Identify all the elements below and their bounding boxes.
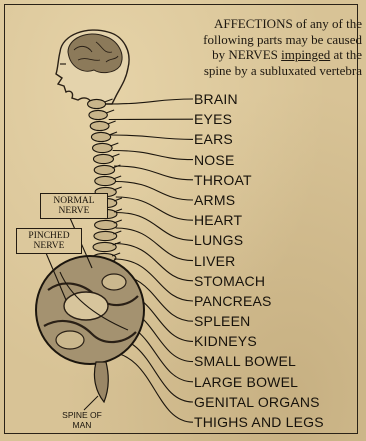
vertebra-process	[106, 110, 114, 113]
nerve-leader-line	[107, 99, 193, 104]
organ-label: SMALL BOWEL	[194, 351, 324, 371]
organ-label: NOSE	[194, 150, 324, 170]
vertebra-process	[110, 143, 118, 146]
vertebra-process	[111, 154, 119, 157]
organ-label: GENITAL ORGANS	[194, 392, 324, 412]
magnifier-circle	[36, 256, 144, 364]
vertebra	[89, 110, 107, 119]
organ-label: BRAIN	[194, 89, 324, 109]
normal-nerve-line-2: NERVE	[43, 206, 105, 216]
vertebra	[94, 165, 114, 174]
organ-labels: BRAINEYESEARSNOSETHROATARMSHEARTLUNGSLIV…	[194, 89, 324, 432]
vertebra-process	[114, 220, 122, 223]
vertebra	[91, 132, 110, 141]
vertebra-process	[114, 198, 122, 201]
normal-nerve-callout: NORMAL NERVE	[40, 193, 108, 219]
organ-label: HEART	[194, 210, 324, 230]
organ-label: SPLEEN	[194, 311, 324, 331]
spine-caption-pointer	[84, 396, 98, 410]
vertebra-process	[114, 187, 122, 190]
nerve-leader-line	[107, 352, 193, 422]
sacrum	[94, 362, 108, 402]
organ-label: ARMS	[194, 190, 324, 210]
spine-caption-line-2: MAN	[52, 421, 112, 431]
vertebra-process	[114, 209, 122, 212]
organ-label: LIVER	[194, 251, 324, 271]
heading-line-3-pre: by NERVES	[212, 47, 281, 62]
heading-line-3: by NERVES impinged at the	[142, 47, 362, 63]
vertebra-process	[112, 253, 120, 256]
pinched-nerve-callout: PINCHED NERVE	[16, 228, 82, 254]
organ-label: EARS	[194, 129, 324, 149]
organ-label: LUNGS	[194, 230, 324, 250]
vertebra	[93, 154, 113, 163]
organ-label: THROAT	[194, 170, 324, 190]
organ-label: EYES	[194, 109, 324, 129]
organ-label: KIDNEYS	[194, 331, 324, 351]
nerve-leader-line	[116, 197, 193, 220]
spine-caption: SPINE OF MAN	[52, 411, 112, 430]
normal-nerve-line-1: NORMAL	[43, 196, 105, 206]
vertebra	[90, 121, 109, 130]
organ-label: LARGE BOWEL	[194, 372, 324, 392]
vertebra	[93, 242, 116, 251]
organ-label: STOMACH	[194, 271, 324, 291]
heading-text: AFFECTIONS of any of the following parts…	[142, 16, 362, 78]
vertebra-process	[108, 121, 116, 124]
pinched-nerve-line-2: NERVE	[19, 241, 79, 251]
heading-line-3-post: at the	[330, 47, 362, 62]
vertebra	[93, 143, 113, 152]
heading-line-3-em: impinged	[281, 47, 330, 62]
heading-line-1: AFFECTIONS of any of the	[142, 16, 362, 32]
vertebra	[94, 231, 117, 240]
vertebra-process	[113, 176, 121, 179]
nerve-leader-line	[116, 213, 193, 241]
pinched-nerve-line-1: PINCHED	[19, 231, 79, 241]
nerve-leader-line	[113, 151, 193, 160]
vertebra-process	[113, 231, 121, 234]
nerve-leader-line	[111, 135, 193, 139]
vertebra	[95, 220, 117, 229]
organ-label: PANCREAS	[194, 291, 324, 311]
vertebra	[95, 176, 116, 185]
nerve-leaders	[107, 99, 193, 422]
organ-label: THIGHS AND LEGS	[194, 412, 324, 432]
vertebra	[88, 99, 106, 108]
heading-line-2: following parts may be caused	[142, 32, 362, 48]
nerve-leader-line	[114, 166, 193, 180]
heading-line-4: spine by a subluxated vertebra	[142, 63, 362, 79]
